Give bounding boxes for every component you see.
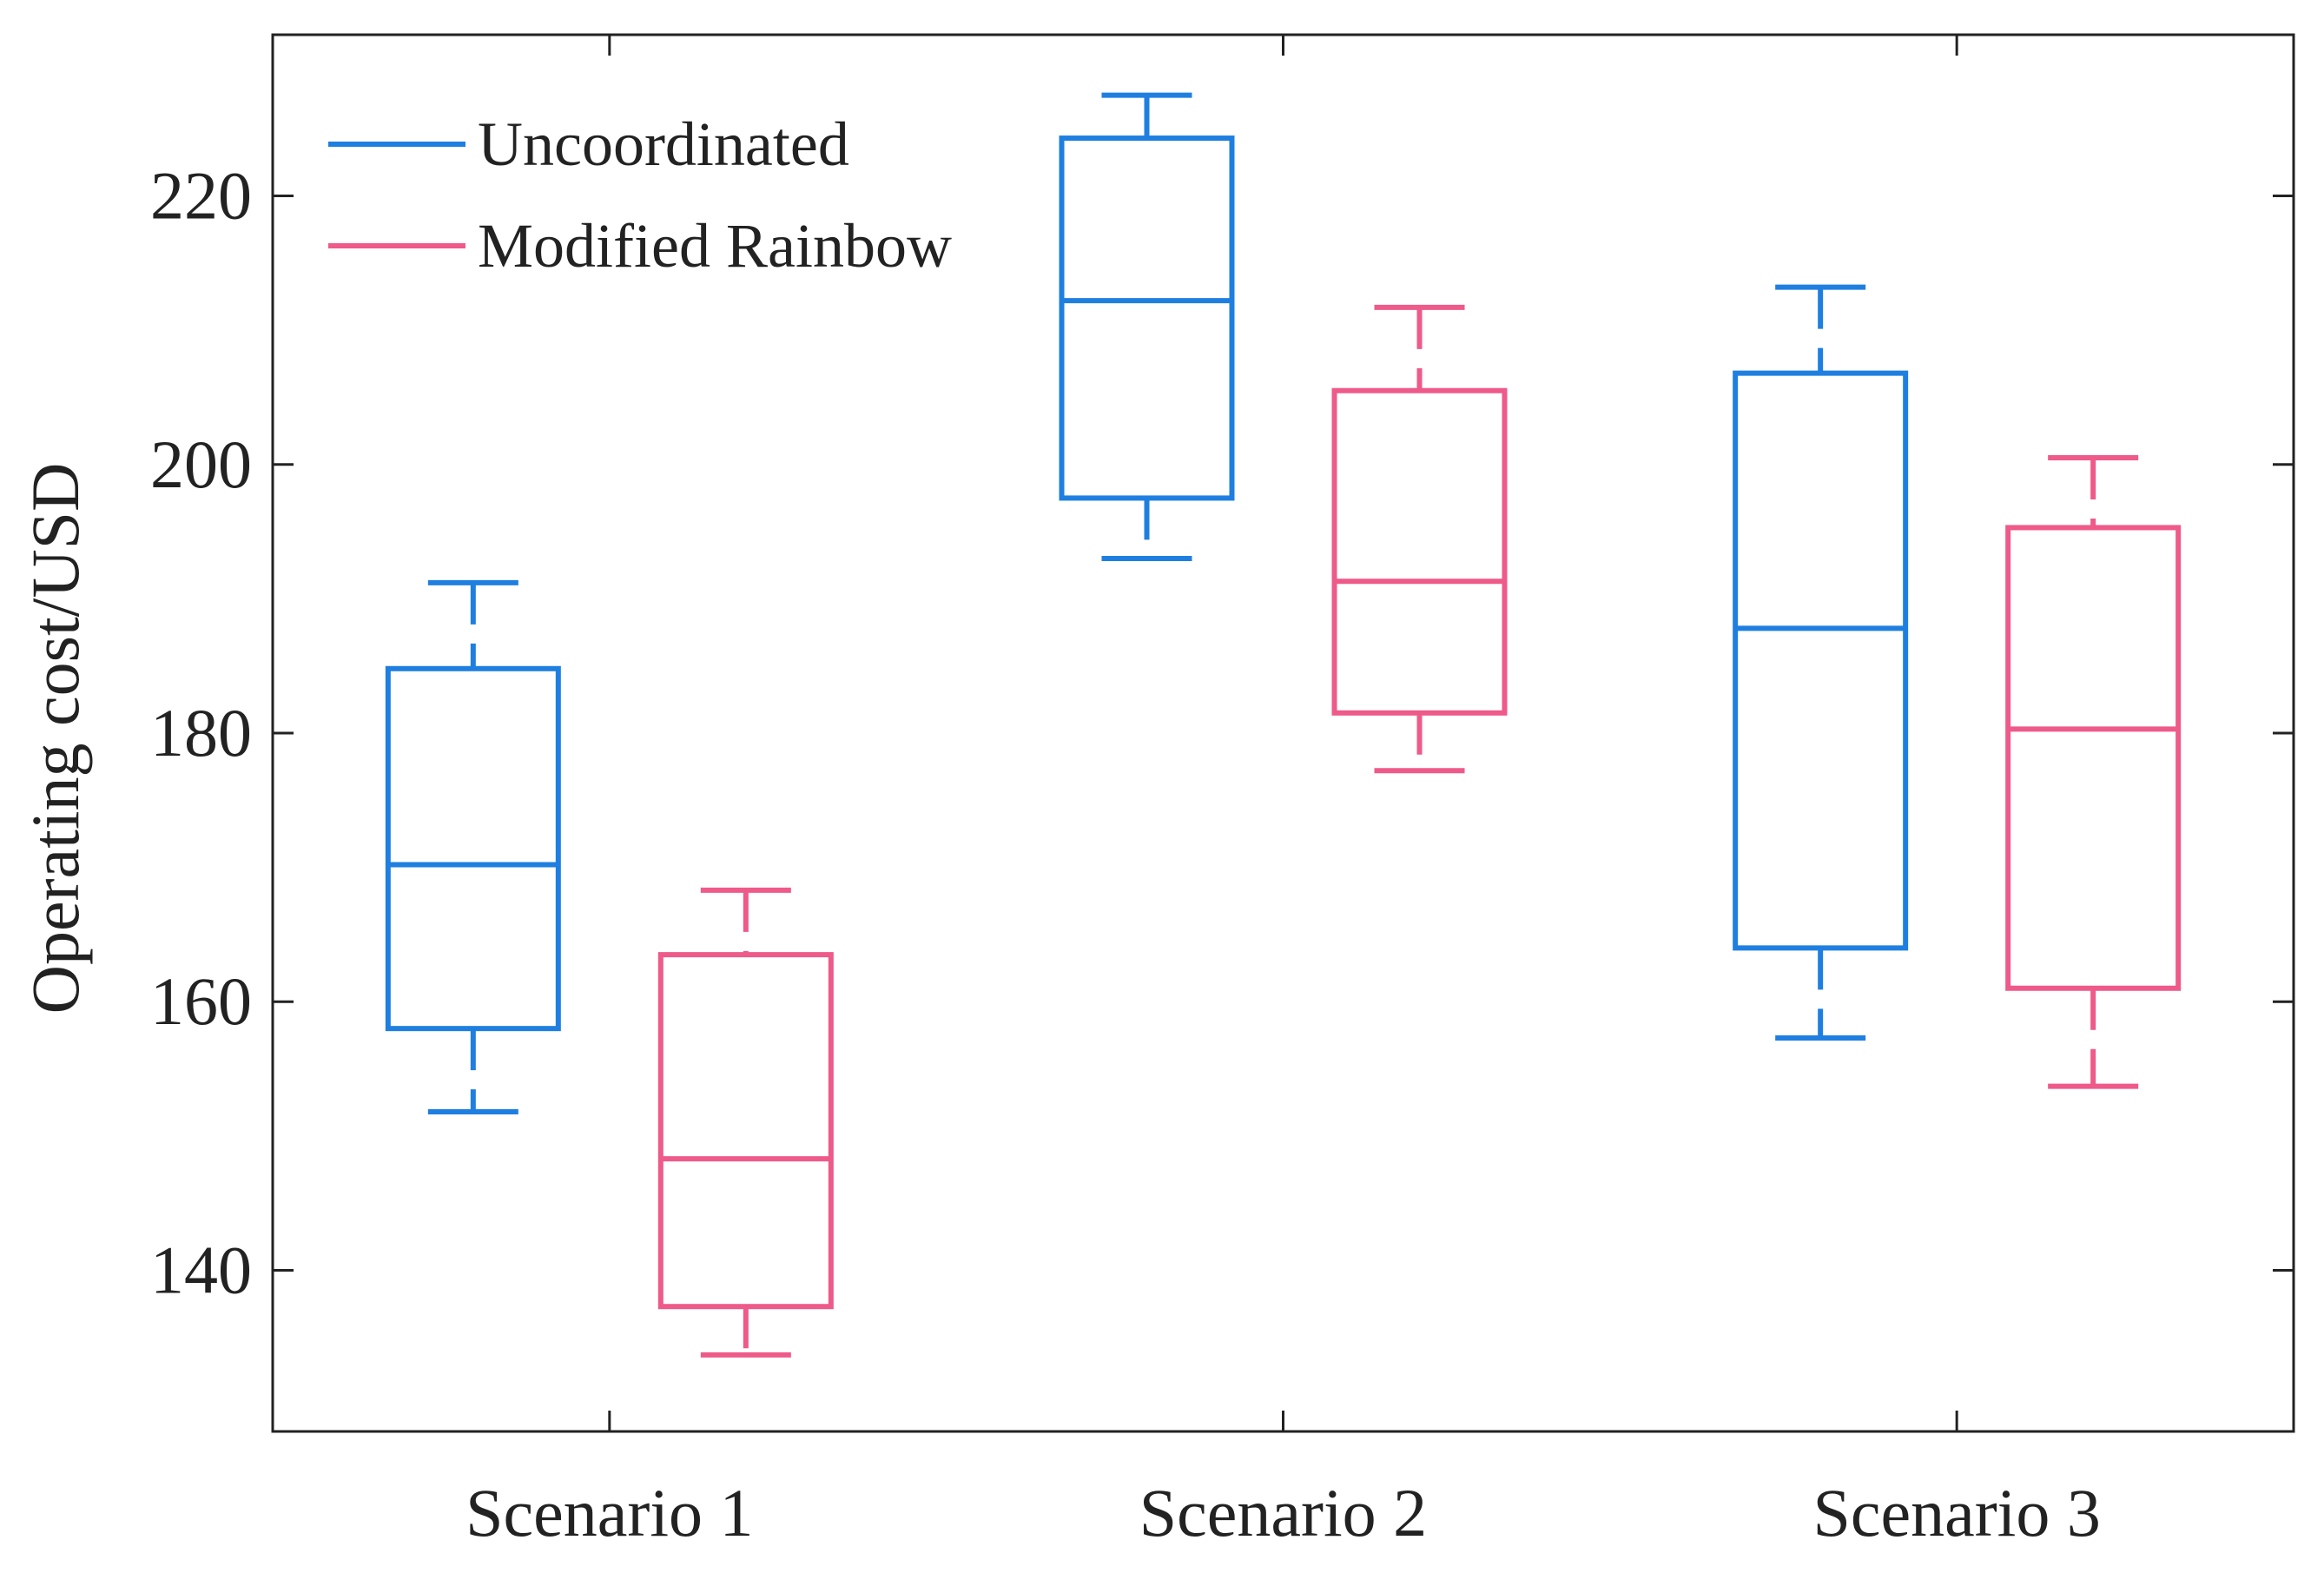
box-0-0	[385, 579, 561, 1115]
box-0-1	[657, 887, 834, 1358]
legend-label: Modified Rainbow	[478, 211, 952, 281]
box-iqr	[2005, 525, 2182, 991]
box-iqr	[1059, 136, 1235, 501]
y-tick-label: 220	[150, 158, 252, 234]
box-iqr	[385, 665, 561, 1032]
box-iqr	[1733, 370, 1909, 951]
x-tick-label: Scenario 3	[1812, 1475, 2100, 1550]
y-axis: 140 160 180 200 220	[150, 158, 2294, 1307]
y-tick-label: 200	[150, 426, 252, 502]
x-axis: Scenario 1 Scenario 2 Scenario 3	[465, 35, 2101, 1550]
x-tick-label: Scenario 1	[465, 1475, 753, 1550]
box-series	[385, 92, 2182, 1358]
y-axis-label: Operating cost/USD	[17, 463, 93, 1015]
box-1-0	[1059, 92, 1235, 561]
y-tick-label: 140	[150, 1232, 252, 1307]
legend-label: Uncoordinated	[478, 109, 849, 179]
x-tick-label: Scenario 2	[1139, 1475, 1427, 1550]
box-iqr	[657, 952, 834, 1310]
box-iqr	[1331, 387, 1508, 716]
box-1-1	[1331, 304, 1508, 774]
y-tick-label: 180	[150, 695, 252, 770]
box-2-1	[2005, 455, 2182, 1089]
y-tick-label: 160	[150, 963, 252, 1039]
box-2-0	[1733, 284, 1909, 1041]
